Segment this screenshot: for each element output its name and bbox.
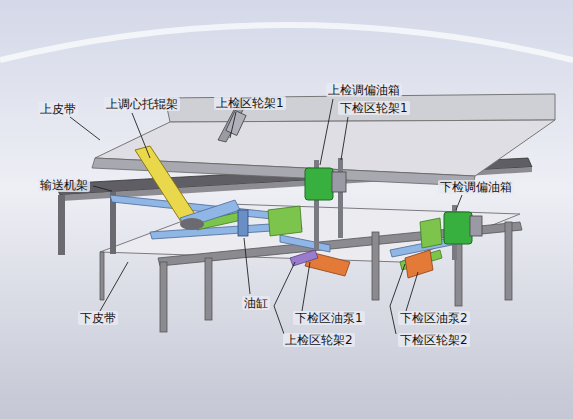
part-label: 下检区轮架1 [338, 101, 410, 115]
part-label: 油缸 [242, 296, 270, 310]
part-label: 上检区轮架1 [214, 96, 286, 110]
support-arm [110, 195, 452, 257]
part-label: 上检区轮架2 [283, 333, 355, 347]
part-label: 上调心托辊架 [104, 97, 180, 111]
part-label: 上检调偏油箱 [326, 83, 402, 97]
part-label: 下皮带 [78, 311, 118, 325]
part-label: 上皮带 [38, 102, 78, 116]
oil-pump-body [405, 250, 433, 278]
leader-line [70, 99, 462, 334]
oil-cylinder [238, 210, 248, 236]
idler-roller [135, 146, 240, 230]
oil-tank [305, 158, 346, 250]
part-label: 下检区油泵1 [293, 311, 365, 325]
part-label: 下检区轮架2 [398, 333, 470, 347]
oil-tank [444, 205, 482, 260]
part-label: 下检调偏油箱 [438, 180, 514, 194]
part-label: 输送机架 [38, 178, 90, 192]
part-label: 下检区油泵2 [398, 311, 470, 325]
background-arc [0, 25, 573, 60]
